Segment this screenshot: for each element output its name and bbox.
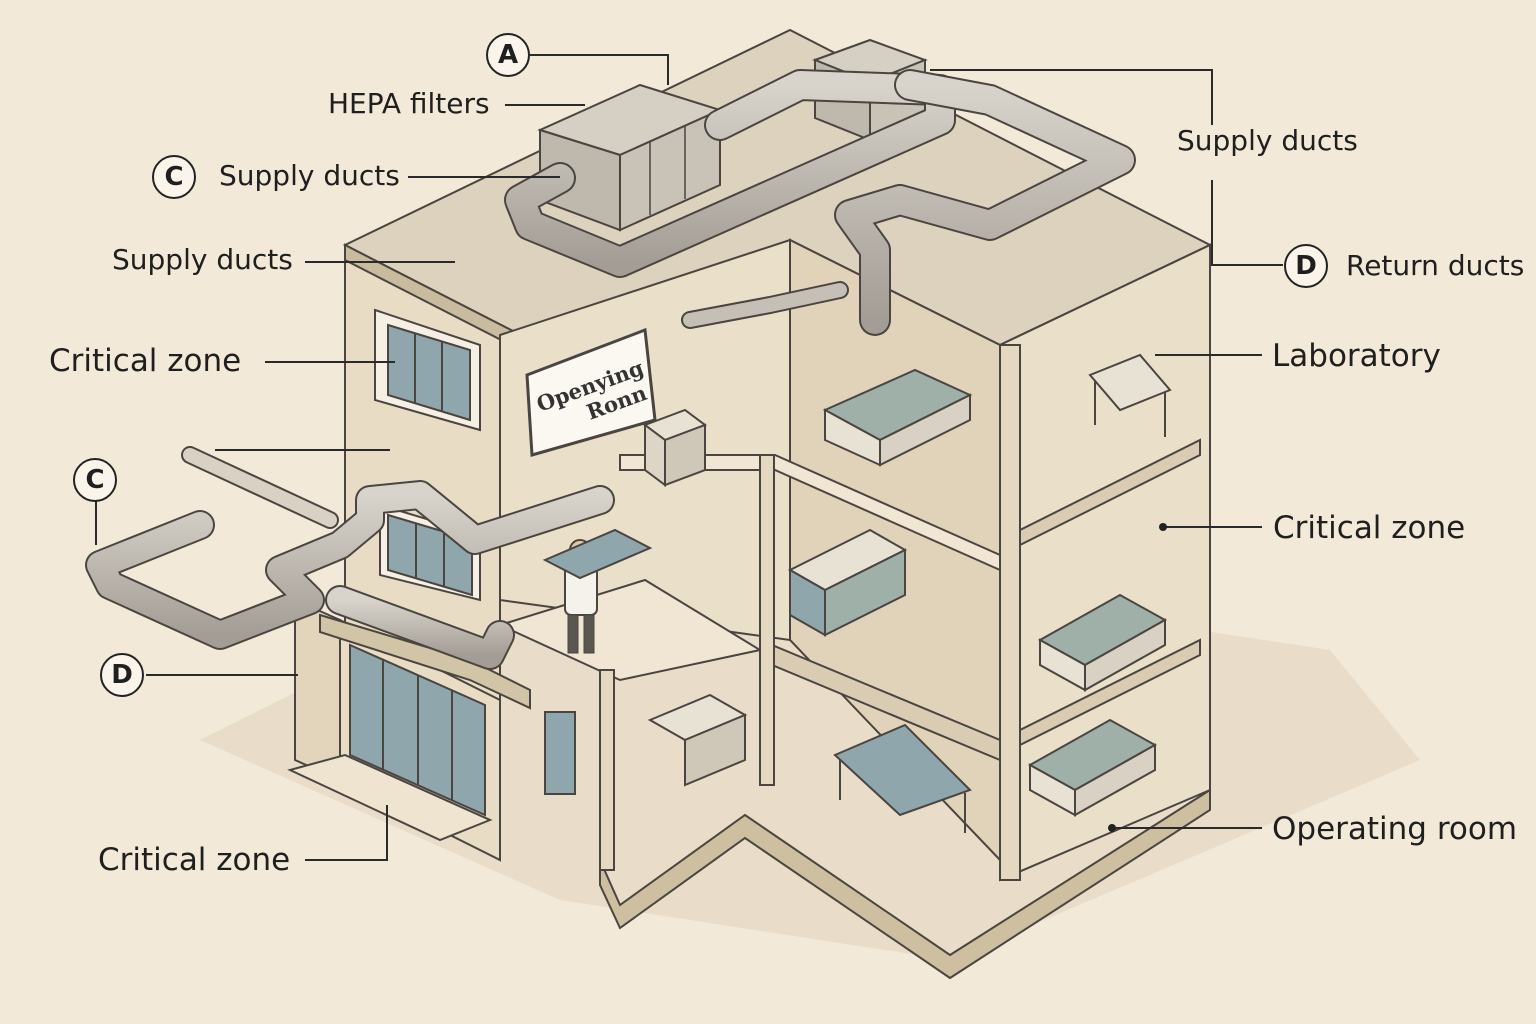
label-critical-zone-right: Critical zone	[1273, 510, 1466, 546]
hospital-bed-right-mid	[1037, 593, 1168, 692]
lab-counter-middle	[787, 528, 908, 637]
base-slab	[599, 788, 1211, 980]
hospital-bed-right-low	[1027, 718, 1158, 817]
label-hepa-filters: HEPA filters	[328, 87, 490, 120]
badge-d-right: D	[1284, 244, 1328, 288]
operating-room-sign: Openying Ronn	[525, 327, 657, 457]
leader-dot-critical-right	[1159, 523, 1167, 531]
leader-dot-operating	[1108, 824, 1116, 832]
badge-c-left: C	[73, 458, 117, 502]
label-supply-ducts-right: Supply ducts	[1177, 124, 1358, 157]
column-center	[759, 454, 775, 786]
duct-network	[85, 69, 1136, 670]
badge-a: A	[486, 33, 530, 77]
facade-window-upper	[374, 308, 481, 432]
label-supply-ducts-left: Supply ducts	[112, 243, 293, 276]
badge-c-top: C	[152, 155, 196, 199]
leader-return	[1211, 180, 1283, 266]
label-supply-ducts-c: Supply ducts	[219, 159, 400, 192]
cabinet-upper	[642, 408, 708, 487]
column-left	[599, 669, 615, 871]
leader-a	[530, 54, 669, 85]
workstation-lower-left	[647, 693, 748, 787]
lab-desk-upper-right	[1088, 353, 1172, 437]
side-window	[544, 711, 576, 795]
table-lower-middle	[833, 723, 972, 833]
label-operating-room: Operating room	[1272, 811, 1518, 847]
hospital-bed-upper	[822, 368, 973, 467]
leader-lines	[95, 54, 1283, 861]
label-laboratory: Laboratory	[1272, 338, 1441, 374]
label-return-ducts: Return ducts	[1346, 249, 1525, 282]
lab-bench-left	[542, 528, 653, 580]
label-critical-zone-bottom-left: Critical zone	[98, 842, 291, 878]
leader-supply-right	[930, 69, 1213, 125]
column-right-front	[999, 344, 1021, 881]
entrance-step	[287, 753, 493, 842]
entrance-doors	[349, 643, 486, 817]
leader-critical-bottom	[305, 805, 388, 861]
badge-d-left: D	[100, 653, 144, 697]
hepa-air-handling-unit	[537, 83, 723, 232]
label-critical-zone-upper-left: Critical zone	[49, 343, 242, 379]
